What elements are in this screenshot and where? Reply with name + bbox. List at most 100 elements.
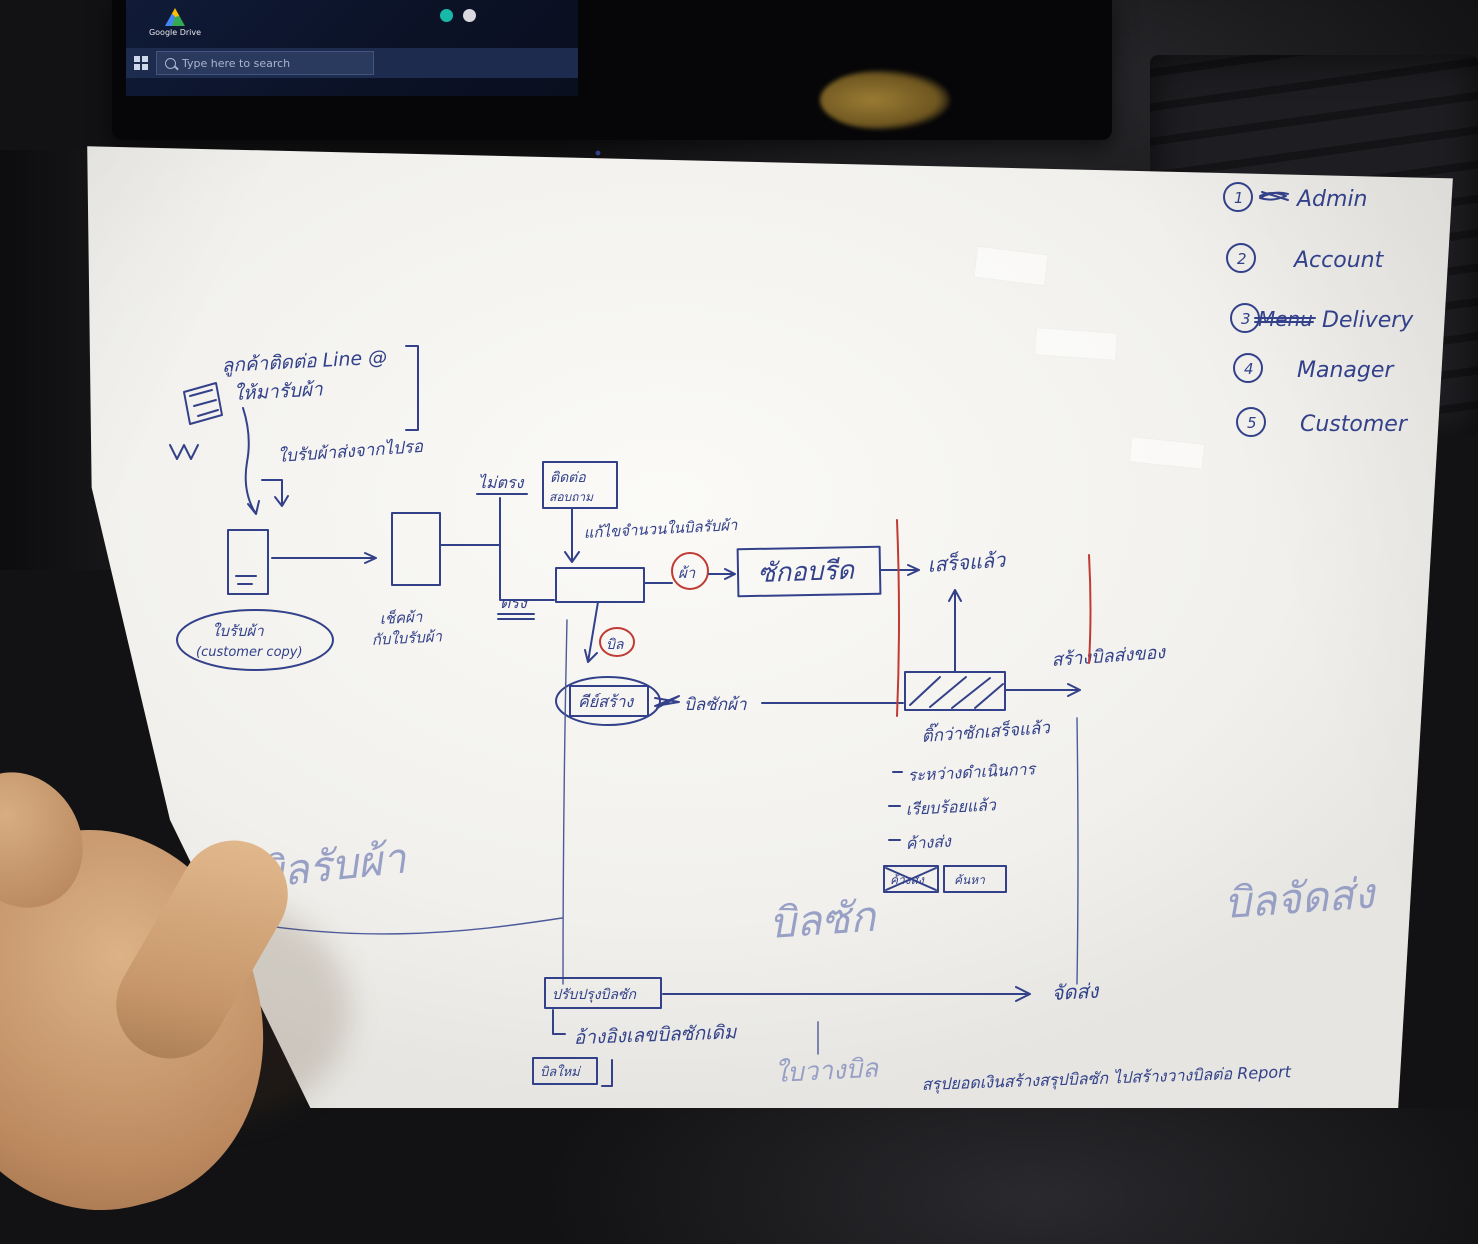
note-bracket — [405, 345, 419, 431]
chip-search-label: ค้นหา — [954, 873, 986, 887]
create-delivery-label: สร้างบิลส่งของ — [1051, 642, 1167, 671]
deliver-label: จัดส่ง — [1051, 979, 1100, 1005]
check-label-line2: กับใบรับผ้า — [371, 627, 443, 649]
role-1-label: Admin — [1295, 187, 1368, 212]
contact-customer-box — [542, 461, 618, 509]
receipt-oval-line1: ใบรับผ้า — [212, 622, 264, 640]
cloth-circle-outline — [671, 552, 709, 590]
search-text: Type here to search — [182, 56, 291, 70]
branch-no-label: ไม่ตรง — [478, 473, 525, 492]
status-pending: ค้างส่ง — [905, 832, 952, 853]
wash-box-label: ซักอบรีด — [757, 556, 855, 589]
arrow-to-bill — [584, 601, 599, 663]
chip-pending-box — [883, 865, 939, 893]
arrow-receipt-to-check — [271, 552, 377, 564]
chip-search-box — [943, 865, 1007, 893]
key-create-oval — [555, 676, 661, 726]
new-bill-connector — [601, 1059, 613, 1087]
teal-app-icon — [440, 8, 453, 22]
role-5-num: 5 — [1247, 414, 1257, 432]
hatched-box-hatching — [909, 676, 1004, 709]
white-app-icon — [463, 8, 476, 22]
arrow-update-to-deliver — [662, 986, 1031, 1002]
wash-bill-label: บิลซักผ้า — [684, 695, 747, 715]
arrow-down-zigzag — [242, 407, 260, 515]
new-bill-label: บิลใหม่ — [540, 1064, 582, 1080]
section-center-label: บิลซัก — [767, 891, 879, 947]
role-2-circle — [1226, 243, 1256, 273]
branch-yes-underline — [497, 613, 535, 620]
chip-pending-cross — [885, 867, 937, 891]
status-list: ระหว่างดำเนินการ เรียบร้อยแล้ว ค้างส่ง — [888, 759, 1038, 853]
summary-note: สรุปยอดเงินสร้างสรุปบิลซัก ไปสร้างวางบิล… — [921, 1062, 1292, 1095]
wash-box — [736, 545, 882, 598]
bill-circle-outline — [599, 627, 635, 657]
divider-right — [1076, 717, 1079, 985]
screen-top-icons — [440, 6, 560, 24]
key-create-rect — [569, 685, 649, 717]
arrow-wash-done — [880, 564, 920, 576]
role-1-circle — [1223, 182, 1253, 212]
status-done: เรียบร้อยแล้ว — [905, 795, 997, 819]
arrow-corner-small — [261, 479, 289, 507]
search-icon — [165, 57, 176, 69]
arrow-hatched-up — [948, 589, 962, 673]
google-drive-label: Google Drive — [148, 28, 202, 37]
role-4-num: 4 — [1244, 360, 1254, 378]
role-5-label: Customer — [1300, 412, 1409, 437]
google-drive-shortcut: Google Drive — [140, 8, 210, 44]
windows-start-icon — [134, 56, 148, 70]
check-box — [391, 512, 441, 586]
role-2-label: Account — [1292, 248, 1385, 273]
role-3-strikethrough — [1254, 317, 1316, 323]
role-3-label: Delivery — [1322, 308, 1414, 333]
arrow-contact-down — [564, 507, 580, 563]
billing-note-label: ใบวางบิล — [774, 1053, 880, 1089]
role-5-circle — [1236, 407, 1266, 437]
pickup-note: ใบรับผ้าส่งจากไปรอ — [277, 436, 425, 467]
ref-note: อ้างอิงเลขบิลซักเดิม — [573, 1021, 738, 1049]
tick-done-note: ติ๊กว่าซักเสร็จแล้ว — [921, 715, 1052, 747]
new-bill-box — [532, 1057, 598, 1085]
check-label-line1: เช็คผ้า — [379, 608, 423, 628]
role-2-num: 2 — [1237, 250, 1247, 268]
ink-dot — [595, 150, 601, 156]
role-1-crossed-scribble — [1259, 191, 1289, 201]
key-create-label: คีย์สร้าง — [578, 692, 634, 711]
section-right-label: บิลจัดส่ง — [1222, 868, 1378, 928]
contact-note-line1: ลูกค้าติดต่อ Line @ — [221, 346, 388, 377]
done-label: เสร็จแล้ว — [927, 547, 1008, 576]
role-3-num: 3 — [1241, 310, 1251, 328]
windows-taskbar: Type here to search — [126, 48, 578, 78]
roles-list: 1 Admin 2 Account 3 Menu Delivery 4 Mana… — [1223, 182, 1414, 437]
receipt-oval — [176, 609, 334, 671]
branch-lines — [439, 497, 555, 601]
taskbar-search: Type here to search — [156, 51, 374, 75]
shirt-doodle — [169, 382, 223, 460]
crossed-word-scribble — [654, 695, 680, 709]
arrow-create-delivery — [1005, 683, 1081, 697]
edit-note: แก้ไขจำนวนในบิลรับผ้า — [583, 516, 738, 542]
gold-keys — [820, 70, 950, 130]
divider-center — [562, 619, 568, 985]
red-divider-right — [1088, 554, 1092, 664]
paper-sheet — [87, 146, 1453, 1108]
receipt-oval-line2: (customer copy) — [196, 645, 303, 660]
arrow-to-wash — [708, 568, 736, 580]
branch-yes-label: ตรง — [500, 593, 528, 612]
role-4-circle — [1233, 353, 1263, 383]
role-4-label: Manager — [1297, 358, 1395, 383]
update-box — [544, 977, 662, 1009]
role-1-num: 1 — [1234, 189, 1244, 207]
ref-bracket — [552, 1009, 566, 1035]
update-box-label: ปรับปรุงบิลซัก — [552, 987, 638, 1003]
red-divider-left — [896, 519, 900, 717]
contact-note-line2: ให้มารับผ้า — [233, 377, 324, 405]
contact-box-line2: สอบถาม — [549, 490, 594, 504]
cloth-circle-label: ผ้า — [678, 564, 696, 582]
bill-circle-label: บิล — [606, 637, 625, 653]
process-box — [555, 567, 645, 603]
receipt-box — [227, 529, 269, 595]
contact-box-line1: ติดต่อ — [550, 470, 586, 486]
status-in-progress: ระหว่างดำเนินการ — [907, 759, 1038, 785]
